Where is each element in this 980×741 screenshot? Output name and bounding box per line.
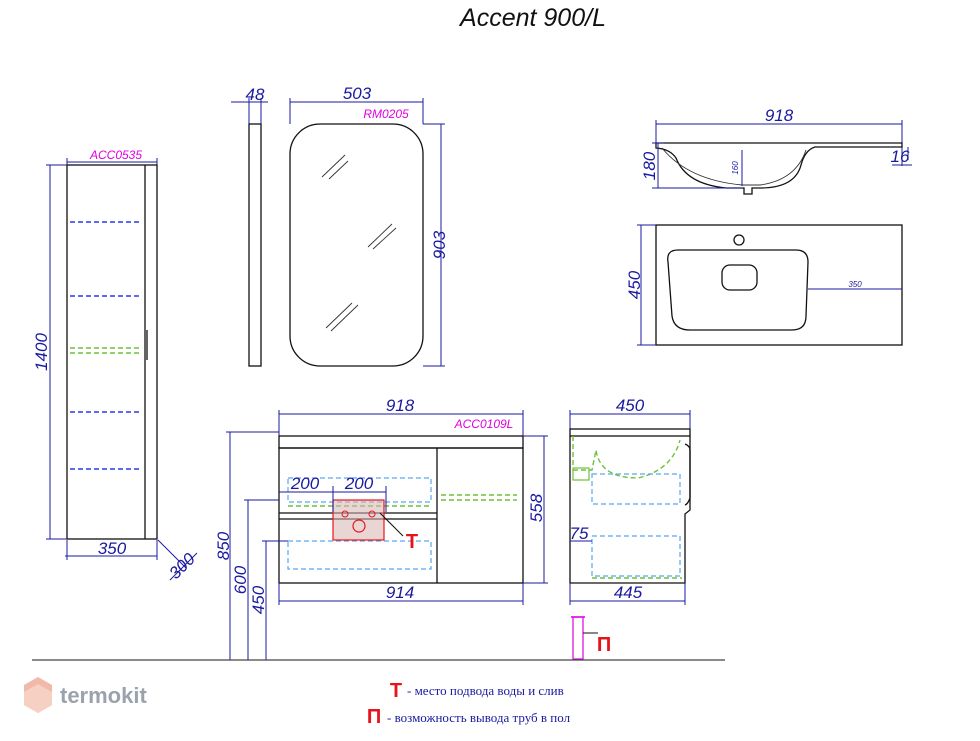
side-drawer-outline [591, 473, 681, 505]
total-height: 850 [214, 531, 233, 560]
drain-outlet [721, 264, 758, 291]
vanity-code: ACC0109L [454, 417, 514, 431]
mount-height-top: 600 [231, 565, 250, 594]
basin-rim: 16 [891, 147, 910, 166]
side-top-depth: 450 [616, 396, 645, 415]
vanity-body [278, 447, 524, 584]
side-drawer-offset: 75 [570, 524, 589, 543]
legend-text: - возможность вывода труб в пол [387, 710, 571, 725]
basin-plan-outline [655, 224, 903, 346]
legend-text: - место подвода воды и слив [407, 683, 564, 698]
basin-plan-view: 350 450 [625, 224, 903, 346]
mount-height-bottom: 450 [249, 585, 268, 614]
tall-cabinet-height: 1400 [32, 333, 51, 371]
vanity-countertop [278, 435, 524, 449]
basin-bowl [667, 249, 809, 331]
mirror-front [289, 123, 424, 367]
legend-letter: Т [390, 680, 402, 702]
tall-cabinet-body [66, 164, 158, 540]
pipe-offset-left: 200 [290, 474, 320, 493]
mirror-glare [321, 154, 397, 332]
vanity-side-view: 450 75 445 П [569, 396, 691, 660]
side-bottom-depth: 445 [614, 583, 643, 602]
tall-cabinet-code: ACC0535 [89, 148, 142, 162]
basin-plan-depth: 450 [625, 270, 644, 299]
drawer-outline [287, 477, 432, 503]
drawer-outline [287, 540, 432, 570]
basin-width: 918 [765, 106, 794, 125]
tall-cabinet-width: 350 [98, 539, 127, 558]
basin-bowl-depth: 160 [731, 161, 740, 175]
water-supply-marker: Т [406, 531, 418, 553]
pipe-offset-right: 200 [344, 474, 374, 493]
vanity-top-width: 918 [386, 396, 415, 415]
legend: Т - место подвода воды и слив П - возмож… [367, 680, 571, 728]
drawing-title: Accent 900/L [458, 4, 606, 32]
mirror-height: 903 [430, 230, 449, 259]
floor-outlet-marker: П [597, 634, 611, 656]
logo-text: termokit [60, 683, 147, 708]
vanity-bottom-width: 914 [386, 583, 414, 602]
basin-plan-offset: 350 [848, 280, 862, 289]
tall-cabinet-view: ACC0535 1400 350 300 [32, 148, 199, 583]
tap-hole [733, 234, 745, 246]
mirror-view: 48 503 RM0205 903 [231, 84, 449, 367]
basin-profile [655, 142, 903, 195]
termokit-logo: termokit [24, 677, 147, 713]
basin-side-depth: 180 [640, 151, 659, 180]
side-basin-outline [572, 436, 681, 479]
tall-cabinet-depth: 300 [165, 549, 199, 583]
legend-letter: П [367, 706, 381, 728]
side-drawer-outline [591, 535, 681, 577]
mirror-code: RM0205 [363, 107, 409, 121]
mirror-thickness: 48 [246, 85, 265, 104]
side-countertop [569, 428, 691, 437]
floor-pipe [572, 616, 584, 660]
vanity-front-view: 918 ACC0109L Т 200 200 558 914 [214, 396, 548, 660]
side-body [569, 436, 691, 584]
mirror-side-profile [248, 123, 262, 367]
mirror-width: 503 [343, 84, 372, 103]
vanity-height: 558 [527, 493, 546, 522]
basin-profile-view: 918 160 180 16 [640, 106, 912, 195]
